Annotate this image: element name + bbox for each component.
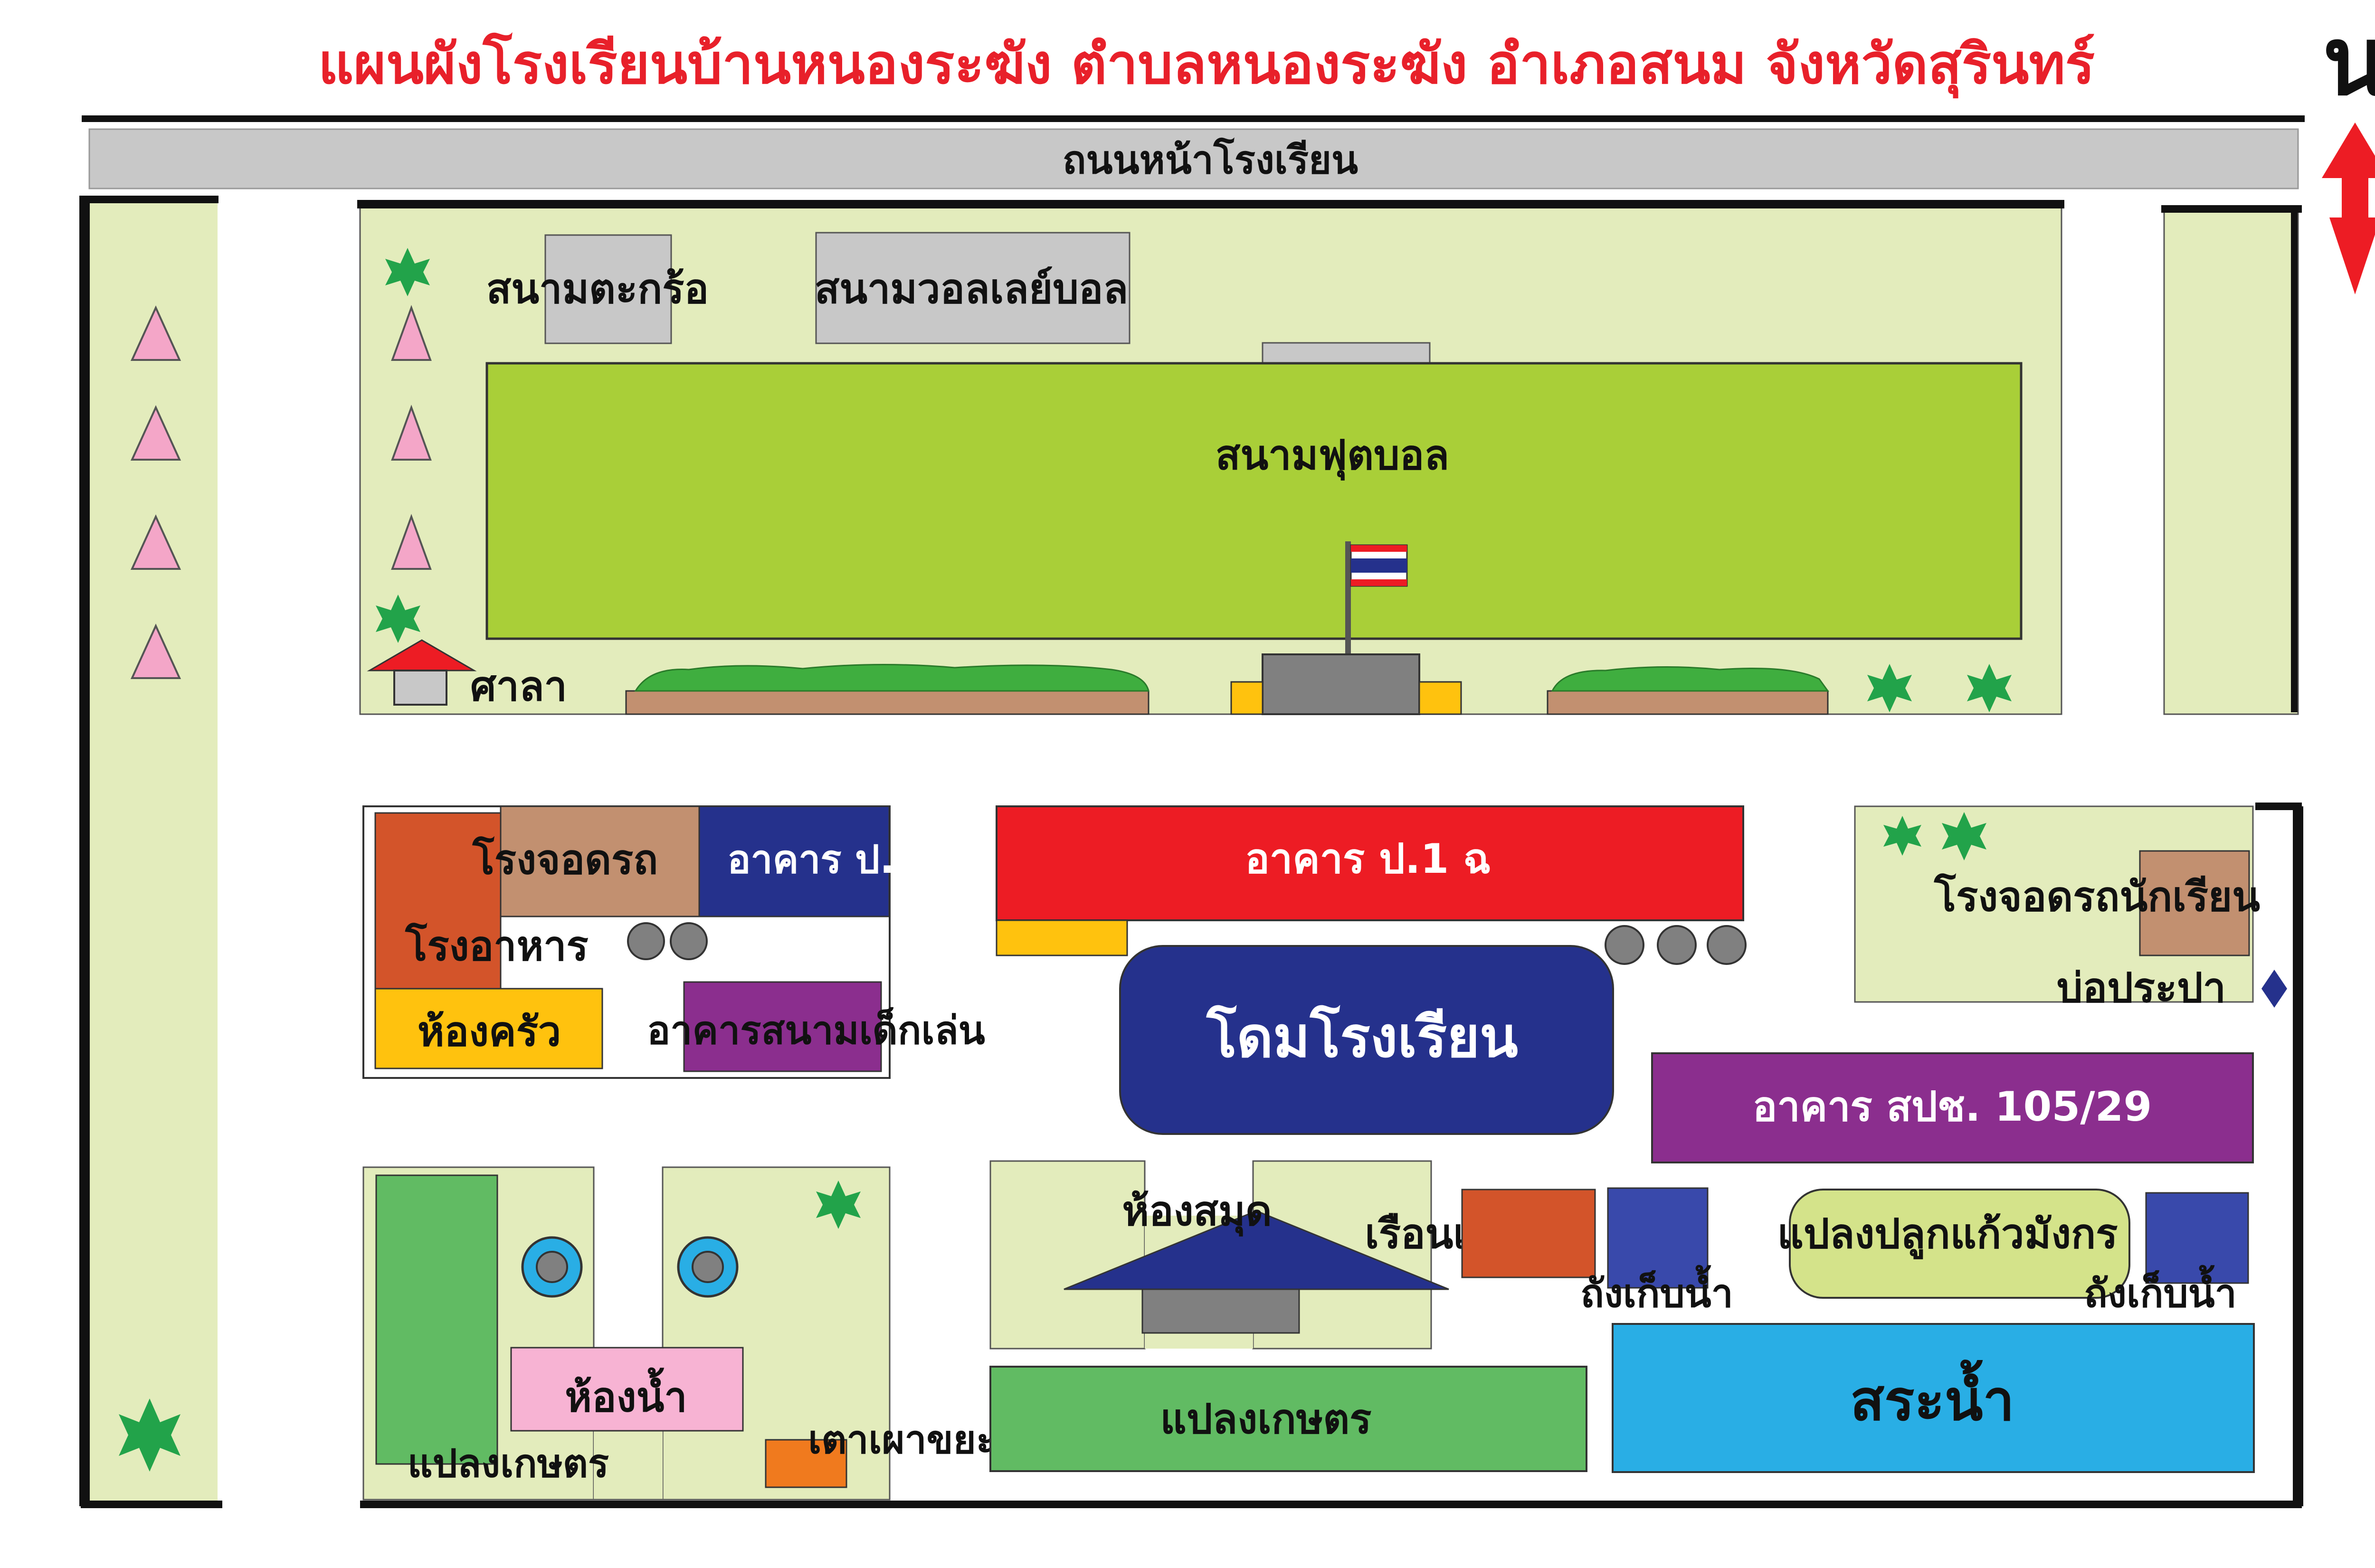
left-strip: [85, 200, 218, 1502]
tank-icon: [627, 922, 665, 960]
map-title: แผนผังโรงเรียนบ้านหนองระฆัง ตำบลหนองระฆั…: [318, 32, 2095, 98]
canteen-building: [374, 812, 502, 990]
well-icon: [2261, 970, 2287, 1008]
football-label: สนามฟุตบอล: [1216, 432, 1449, 481]
toilet-label: ห้องน้ำ: [565, 1367, 687, 1421]
tank-icon: [670, 922, 708, 960]
hedge-right: [1547, 690, 1829, 715]
tree-icon: [130, 305, 181, 361]
star-tree-icon: [1942, 812, 1986, 860]
building-b-label: อาคาร ป.1 ฉ: [1245, 835, 1491, 883]
hedge-left: [625, 690, 1150, 715]
bush-icon: [1551, 666, 1829, 692]
pond: [1612, 1323, 2255, 1473]
flag-stripe: [1351, 579, 1407, 586]
sala-label: ศาลา: [470, 663, 567, 710]
library-label: ห้องสมุด: [1122, 1188, 1272, 1237]
tree-icon: [130, 514, 181, 570]
takraw-court: [544, 234, 672, 344]
spc-building-label: อาคาร สปช. 105/29: [1753, 1083, 2152, 1131]
tree-icon: [391, 514, 432, 570]
farm-plot-mid: [989, 1366, 1587, 1472]
farm-plot-left: [375, 1174, 498, 1465]
road-label: ถนนหน้าโรงเรียน: [1063, 138, 1358, 183]
star-tree-icon: [1883, 816, 1921, 856]
dragonfruit-plot: [1789, 1189, 2130, 1299]
student-garage: [2139, 850, 2250, 956]
garage-label: โรงจอดรถ: [472, 836, 658, 884]
tank2-label: ถังเก็บน้ำ: [2084, 1265, 2237, 1316]
library-yard-left: [989, 1160, 1146, 1350]
incinerator: [765, 1439, 847, 1488]
tree-icon: [391, 405, 432, 461]
tank-icon: [1605, 925, 1644, 965]
flag-step: [1230, 681, 1264, 715]
tank-icon: [1657, 925, 1697, 965]
front-road: [88, 128, 2299, 189]
star-tree-icon: [376, 595, 420, 643]
nursery-building: [1461, 1189, 1596, 1278]
tree-icon: [130, 623, 181, 679]
water-tank-left: [1607, 1187, 1709, 1289]
star-tree-icon: [816, 1181, 861, 1229]
spc-building: [1651, 1052, 2254, 1163]
field-gate: [1262, 342, 1431, 364]
building-a-label: อาคาร ป.1 ฉ: [727, 837, 961, 882]
library-building: [1141, 1288, 1300, 1334]
volleyball-label: สนามวอลเลย์บอล: [815, 265, 1128, 313]
upper-right-strip: [2163, 209, 2299, 715]
flag-stripe: [1351, 558, 1407, 573]
pond-label: สระน้ำ: [1850, 1360, 2014, 1433]
student-garage-label: โรงจอดรถนักเรียน: [1934, 873, 2260, 921]
bush-icon: [634, 663, 1150, 692]
school-dome: [1119, 945, 1614, 1135]
water-tank-right: [2145, 1192, 2249, 1284]
volleyball-court: [815, 232, 1130, 344]
tree-icon: [391, 305, 432, 361]
tree-icon: [130, 405, 181, 461]
star-tree-icon: [1967, 664, 2012, 712]
canteen-label: โรงอาหาร: [405, 922, 589, 970]
star-tree-icon: [1867, 664, 1912, 712]
flag-step: [1418, 681, 1462, 715]
tank-icon: [1707, 925, 1747, 965]
well-inner: [692, 1251, 724, 1283]
north-arrow-icon: [2322, 123, 2375, 294]
takraw-label: สนามตะกร้อ: [486, 265, 709, 313]
farm-left-label: แปลงเกษตร: [408, 1441, 609, 1486]
flag-stripe: [1351, 545, 1407, 552]
playground-label: อาคารสนามเด็กเล่น: [647, 1007, 985, 1053]
dragonfruit-label: แปลงปลูกแก้วมังกร: [1777, 1210, 2118, 1259]
football-field: [485, 362, 2023, 640]
farm-mid-label: แปลงเกษตร: [1160, 1396, 1372, 1443]
well-inner: [536, 1251, 568, 1283]
kitchen-building: [374, 988, 603, 1069]
pump-well-label: บ่อประปา: [2057, 964, 2226, 1012]
building-b: [996, 805, 1744, 921]
sala-building: [393, 670, 447, 706]
garage-building: [500, 805, 700, 917]
dome-label: โดมโรงเรียน: [1206, 1004, 1518, 1070]
playground-building: [683, 981, 882, 1072]
building-b-annex: [996, 919, 1128, 956]
incinerator-label: เตาเผาขยะ: [808, 1417, 997, 1463]
north-label: น: [2323, 6, 2375, 117]
toilet-building: [510, 1347, 744, 1432]
building-a-small: [698, 805, 890, 917]
kitchen-label: ห้องครัว: [418, 1008, 561, 1056]
flag-base: [1262, 653, 1420, 715]
tank1-label: ถังเก็บน้ำ: [1580, 1265, 1733, 1316]
star-tree-icon: [385, 248, 430, 296]
star-tree-icon: [119, 1398, 180, 1472]
